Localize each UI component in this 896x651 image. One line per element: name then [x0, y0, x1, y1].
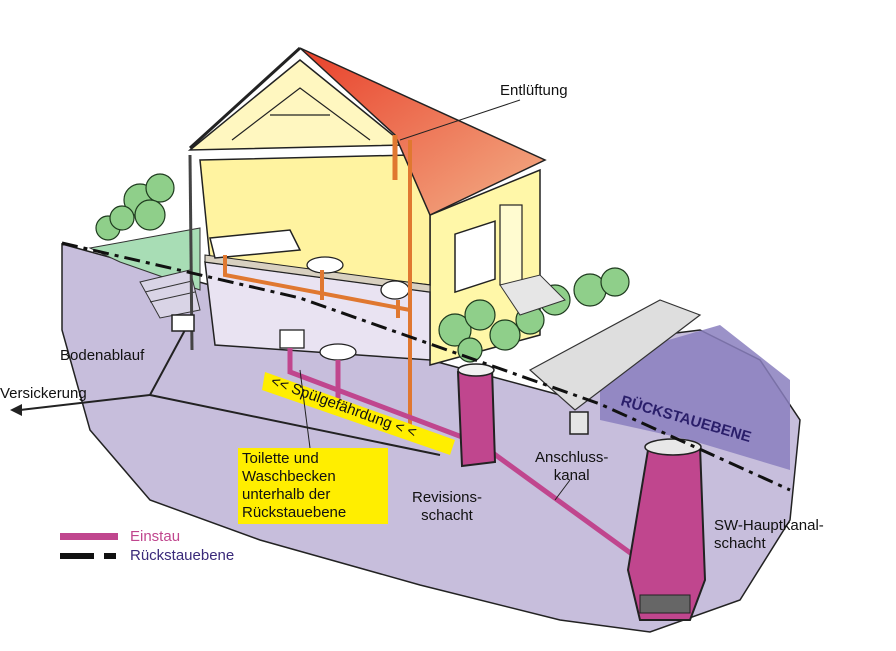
connection-leader	[554, 479, 571, 501]
bathtub	[209, 229, 302, 259]
toilet-upper	[380, 280, 410, 300]
legend-label-backwater: Einstau	[130, 528, 181, 545]
legend-item-backflow-level: Rückstauebene	[60, 547, 234, 564]
roof-edge	[188, 46, 302, 150]
note-line-3: unterhalb der	[242, 486, 331, 503]
backflow-zone	[600, 325, 790, 470]
inspection-shaft-line1: Revisions-	[412, 489, 483, 506]
back-shrubs	[95, 173, 175, 241]
legend-dash-backflow-level	[60, 552, 118, 559]
main-sewer-shaft-line1: SW-Hauptkanal-	[714, 517, 824, 534]
legend-label-backflow-level: Rückstauebene	[130, 547, 235, 564]
upper-drain-pipes	[223, 140, 412, 430]
note-line-1: Toilette und	[242, 450, 319, 467]
inspection-shaft-label: Revisions- schacht	[412, 489, 482, 525]
backflow-pipes	[287, 348, 642, 563]
note-line-4: Rückstauebene	[242, 504, 347, 521]
inspection-shaft-line2: schacht	[421, 507, 473, 524]
sink-upper	[306, 256, 344, 274]
sidewalk	[528, 299, 702, 411]
legend-swatch-backwater	[60, 533, 118, 540]
vent-label: Entlüftung	[500, 82, 568, 99]
main-sewer-shaft-label: SW-Hauptkanal- schacht	[714, 517, 824, 553]
main-sewer-shaft	[626, 438, 707, 621]
floor-drain-label: Bodenablauf	[60, 347, 145, 364]
attic-gable	[187, 59, 408, 151]
connection-channel-line2: kanal	[553, 467, 590, 484]
vent-leader-line	[399, 99, 521, 141]
seepage-arrow	[10, 404, 22, 416]
note-leader-line	[299, 369, 311, 449]
roof	[299, 47, 547, 217]
attic-truss	[231, 87, 371, 141]
note-line-2: Waschbecken	[242, 468, 336, 485]
front-stairs	[499, 274, 566, 316]
floor-slab	[204, 254, 431, 293]
legend-item-backwater: Einstau	[60, 528, 180, 545]
street-gully	[569, 411, 589, 435]
connection-channel-label: Anschluss- kanal	[535, 449, 608, 485]
stairs-left	[139, 269, 201, 319]
flush-hazard-highlight	[262, 372, 455, 455]
connection-channel-line1: Anschluss-	[535, 449, 609, 466]
window	[454, 220, 496, 294]
door	[499, 204, 523, 286]
sink-basement	[319, 343, 357, 361]
toilet-basement	[279, 329, 305, 349]
main-sewer-shaft-line2: schacht	[714, 535, 766, 552]
revision-shaft	[456, 363, 497, 468]
floor-drain-line	[19, 329, 441, 456]
floor-drain	[171, 314, 195, 332]
seepage-label: Versickerung	[0, 385, 87, 402]
note-box: Toilette und Waschbecken unterhalb der R…	[238, 448, 388, 524]
